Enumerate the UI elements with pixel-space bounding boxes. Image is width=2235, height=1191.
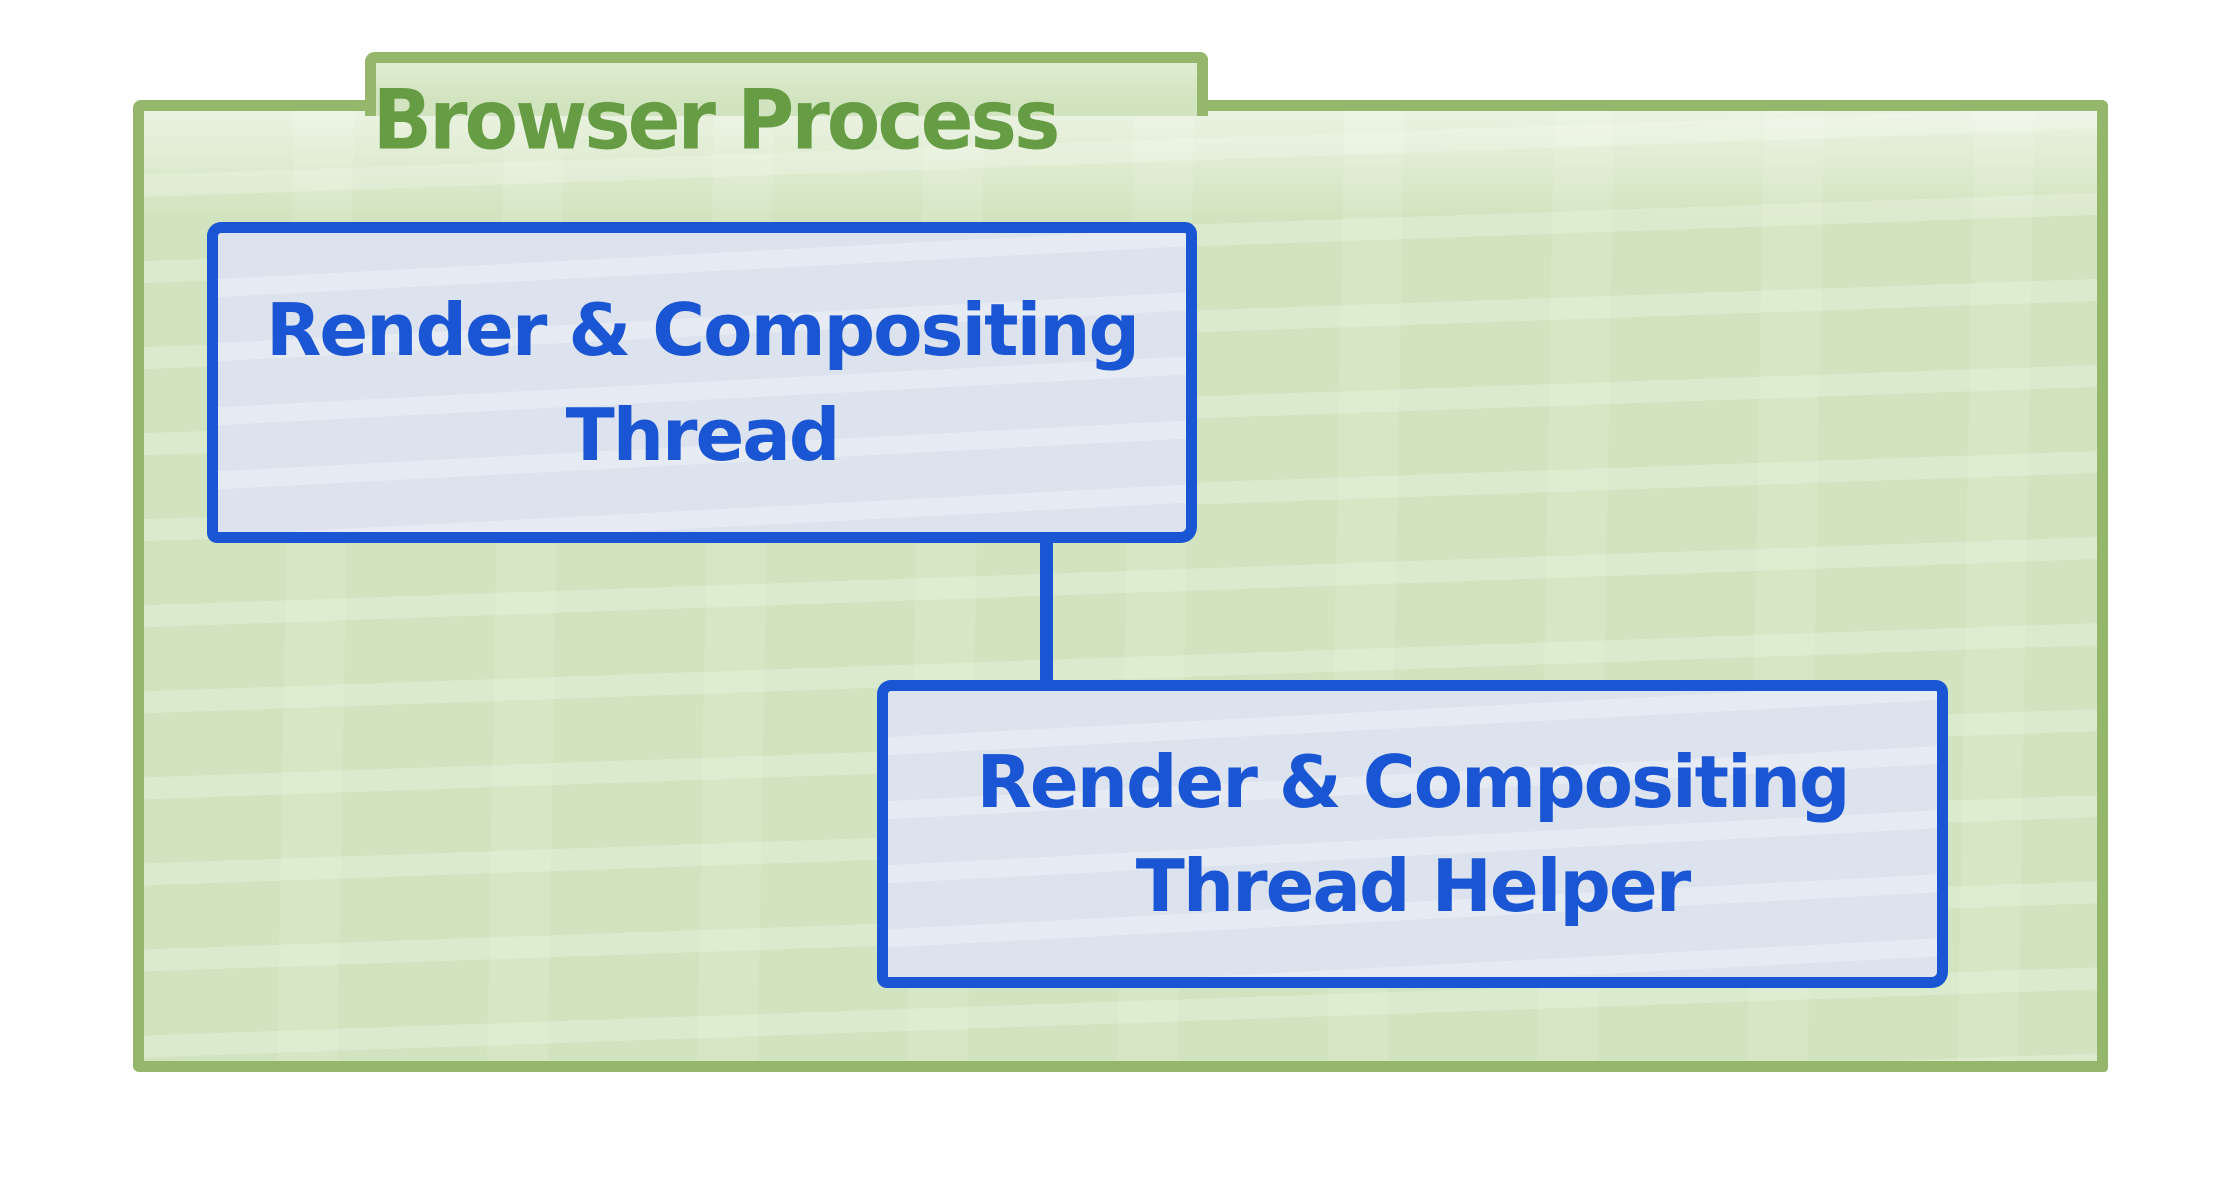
browser-process-title: Browser Process [372,73,1061,169]
node-label-line: Thread Helper [1135,844,1692,928]
browser-process-tab [365,52,1208,116]
node-render-compositing-thread: Render & Compositing Thread [207,222,1197,543]
node-label-line: Thread [565,392,841,477]
connector-line [1040,535,1053,695]
node-label-line: Render & Compositing [976,739,1850,824]
node-label-line: Render & Compositing [265,288,1140,373]
node-render-compositing-thread-helper: Render & Compositing Thread Helper [877,680,1948,988]
